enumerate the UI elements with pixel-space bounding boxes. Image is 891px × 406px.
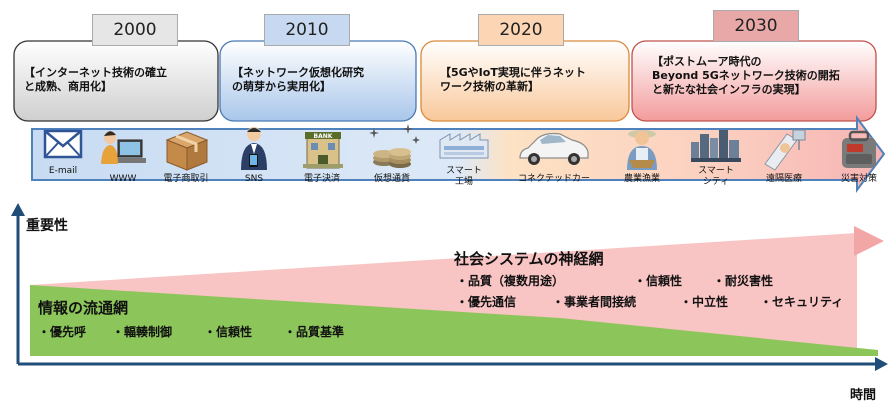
era-year-2020: 2020 xyxy=(478,14,564,46)
tech-item-connected-car: コネクテッドカー xyxy=(512,124,596,210)
tech-item-smart-city: スマート シティ xyxy=(684,124,748,210)
medical-icon xyxy=(764,129,806,171)
tech-item-agriculture-fishery: 農業漁業 xyxy=(610,124,674,210)
era-description-2010: 【ネットワーク仮想化研究 の萌芽から実用化】 xyxy=(232,66,364,93)
svg-text:BANK: BANK xyxy=(314,133,333,140)
tech-item-sns: SNS xyxy=(234,124,274,210)
x-axis-label: 時間 xyxy=(850,388,877,403)
tech-item-ecommerce: 電子商取引 xyxy=(154,124,218,210)
envelope-icon xyxy=(43,129,83,159)
car-icon xyxy=(519,132,589,165)
y-axis-label: 重要性 xyxy=(26,218,68,234)
tech-item-epayment: BANK 電子決済 xyxy=(290,124,354,210)
social-network-item: ・耐災害性 xyxy=(713,274,774,288)
y-axis-arrowhead xyxy=(11,203,25,216)
package-icon xyxy=(165,131,209,171)
social-network-item: ・中立性 xyxy=(680,295,729,309)
tech-item-crypto: 仮想通貨 xyxy=(360,122,424,208)
social-network-item: ・優先通信 xyxy=(456,295,517,309)
tech-item-smart-factory: スマート 工場 xyxy=(432,124,496,210)
coins-icon xyxy=(369,124,420,168)
information-network-item: ・優先呼 xyxy=(38,325,87,339)
era-year-2030: 2030 xyxy=(713,10,799,42)
social-arrowhead xyxy=(854,226,884,256)
era-description-2000: 【インターネット技術の確立 と成熟、商用化】 xyxy=(24,66,167,93)
social-network-item: ・セキュリティ xyxy=(760,295,844,309)
social-network-item: ・事業者間接続 xyxy=(552,295,637,309)
tech-item-disaster-countermeasures: 災害対策 xyxy=(828,124,890,210)
x-axis-arrowhead xyxy=(875,357,888,371)
era-description-2030: 【ポストムーア時代の Beyond 5Gネットワーク技術の開拓 と新たな社会イン… xyxy=(652,55,840,96)
tech-item-telemedicine: 遠隔医療 xyxy=(752,124,816,210)
era-year-2000: 2000 xyxy=(92,14,178,46)
smartphone-user-icon xyxy=(241,127,267,170)
emergency-kit-icon xyxy=(842,130,876,168)
information-network-item: ・輻輳制御 xyxy=(112,325,173,339)
information-network-item: ・信頼性 xyxy=(204,325,253,339)
information-network-item: ・品質基準 xyxy=(284,325,345,339)
farmer-icon xyxy=(627,130,657,170)
factory-icon xyxy=(439,133,489,159)
tech-item-www: WWW xyxy=(95,124,151,210)
social-network-item: ・品質（複数用途） xyxy=(456,274,565,288)
city-icon xyxy=(691,130,741,162)
computer-user-icon xyxy=(101,131,146,164)
era-year-2010: 2010 xyxy=(264,14,350,46)
tech-item-email: E-mail xyxy=(38,124,88,210)
bank-icon: BANK xyxy=(303,132,343,169)
social-network-item: ・信頼性 xyxy=(634,274,683,288)
information-network-area xyxy=(30,285,878,356)
information-network-title: 情報の流通網 xyxy=(38,299,129,317)
social-network-title: 社会システムの神経網 xyxy=(454,250,604,268)
era-description-2020: 【5GやIoT実現に伴うネット ワーク技術の革新】 xyxy=(440,66,586,93)
